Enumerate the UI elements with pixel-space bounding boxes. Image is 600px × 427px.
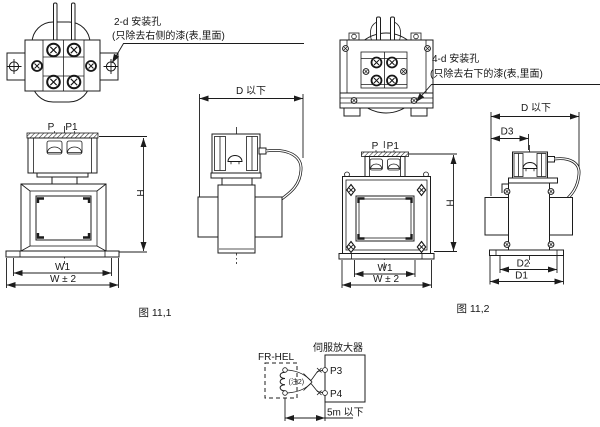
fig1-label-h: H <box>134 189 145 196</box>
reactor-label: FR-HEL <box>258 352 295 363</box>
fig1-label-w1: W1 <box>55 262 70 273</box>
cable-length-label: 5m 以下 <box>327 408 364 419</box>
corner-bolt-icon <box>424 45 431 52</box>
fig1-label-p1: P1 <box>65 122 78 133</box>
fig2-mounting-note: 4-d 安装孔 (只除去右下的漆(表,里面) <box>415 52 600 103</box>
terminal-screw-icon <box>46 74 61 90</box>
fig1-note-line2: (只除去右侧的漆(表,里面) <box>112 29 225 42</box>
terminal-p4-label: P4 <box>330 389 343 400</box>
fig1-side-view: D 以下 <box>197 86 304 264</box>
connection-x-icon <box>316 367 322 373</box>
clamp-bolt-icon <box>350 97 358 104</box>
fig1-label-p: P <box>48 122 55 133</box>
fig1-mounting-note: 2-d 安装孔 (只除去右侧的漆(表,里面) <box>111 15 304 64</box>
terminal-p3-label: P3 <box>330 366 343 377</box>
fig2-label-d3: D3 <box>501 127 514 138</box>
terminal-screw-icon <box>386 74 398 87</box>
clamp-bolt-icon <box>547 188 555 195</box>
fig2-top-view <box>339 16 434 117</box>
side-screw-icon <box>85 60 97 72</box>
fig2-label-d1: D1 <box>515 271 528 282</box>
fig2-note-line2: (只除去右下的漆(表,里面) <box>430 67 543 80</box>
corner-bolt-icon <box>342 45 349 52</box>
fig2-label-wtol: W ± 2 <box>373 274 399 285</box>
terminal-screw-icon <box>370 56 383 69</box>
side-screw-icon <box>362 68 370 75</box>
fig2-label-d: D 以下 <box>521 103 551 114</box>
fig1-top-view <box>6 2 119 103</box>
fig1-label-wtol: W ± 2 <box>50 274 76 285</box>
fig2-front-view: P P1 H W1 W ± 2 <box>338 141 457 288</box>
side-screw-icon <box>31 60 43 72</box>
terminal-screw-icon <box>46 42 61 58</box>
terminal-screw-icon <box>66 42 82 58</box>
fig2-label-p: P <box>372 141 379 152</box>
fig2-label-p1: P1 <box>387 141 400 152</box>
fig1-label-d: D 以下 <box>236 86 266 97</box>
inductor-coil-icon <box>279 371 286 392</box>
clamp-bolt-icon <box>503 241 511 248</box>
connection-x-icon <box>316 390 322 396</box>
fig1-caption: 图 11,1 <box>138 307 171 319</box>
clamp-bolt-icon <box>503 188 511 195</box>
fig2-side-view: D 以下 D3 D2 D1 <box>484 103 581 285</box>
wiring-diagram: 伺服放大器 FR-HEL (注2) P3 P4 5m 以下 <box>258 341 366 421</box>
terminal-screw-icon <box>66 74 82 90</box>
terminal-screw-icon <box>386 56 398 69</box>
fig2-note-line1: 4-d 安装孔 <box>432 52 479 65</box>
side-screw-icon <box>400 68 407 75</box>
coil-note-ref: (注2) <box>289 377 305 386</box>
clamp-bolt-icon <box>410 97 418 104</box>
fig2-label-w1: W1 <box>378 263 393 274</box>
fig1-front-view: P P1 H W1 W ± 2 <box>5 122 147 288</box>
terminal-screw-icon <box>370 74 383 87</box>
fig2-label-h: H <box>444 199 455 206</box>
fig2-label-d2: D2 <box>517 259 530 270</box>
amplifier-label: 伺服放大器 <box>313 341 363 354</box>
fig2-caption: 图 11,2 <box>456 303 489 315</box>
clamp-bolt-icon <box>547 241 555 248</box>
fig1-note-line1: 2-d 安装孔 <box>114 15 161 28</box>
